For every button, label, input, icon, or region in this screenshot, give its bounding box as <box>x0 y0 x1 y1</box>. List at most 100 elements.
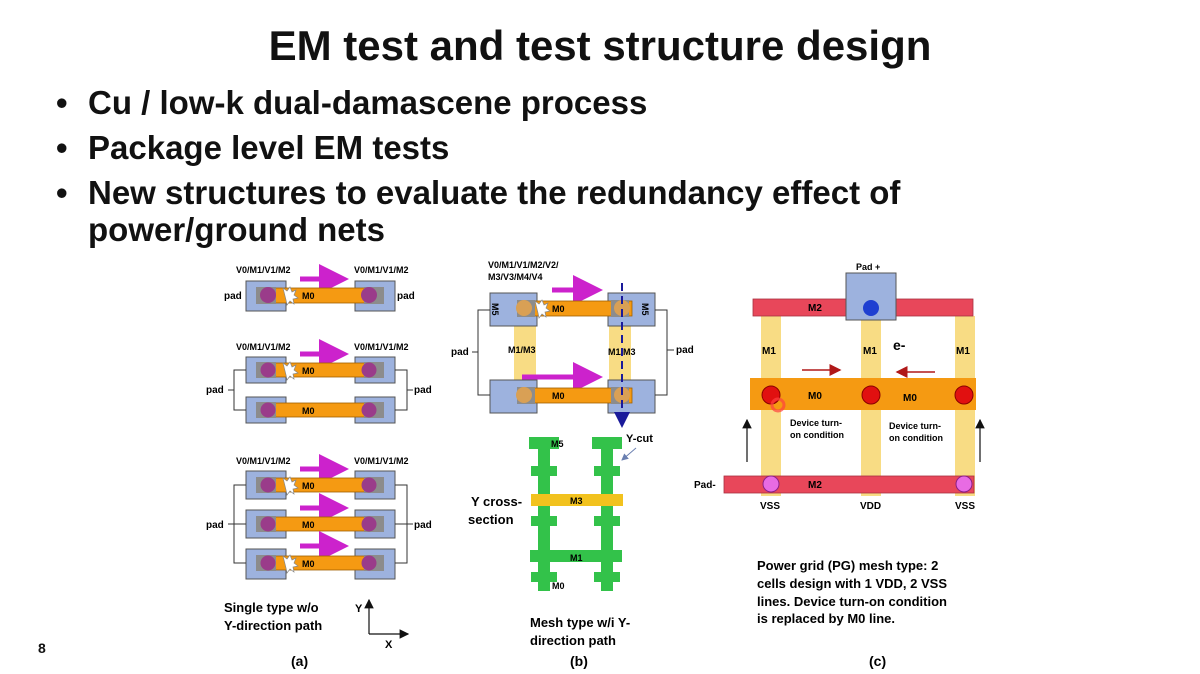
pad-label: pad <box>206 520 224 531</box>
device-turn-on-label-line2: on condition <box>889 433 943 443</box>
cross-section-m5-left <box>529 437 559 449</box>
pad-minus-label: Pad- <box>694 480 716 491</box>
connection-line <box>477 309 490 396</box>
m0-label: M0 <box>903 393 917 404</box>
panel-label-c: (c) <box>869 653 886 669</box>
via-circle <box>516 300 532 316</box>
bullet-text: Package level EM tests <box>88 129 450 166</box>
page-number: 8 <box>38 640 46 656</box>
cross-section-layer <box>594 572 620 582</box>
via-circle <box>361 555 377 571</box>
vss-via <box>762 475 780 493</box>
failure-spot-icon <box>770 397 786 413</box>
stack-label-line2: M3/V3/M4/V4 <box>488 272 543 282</box>
via-circle <box>260 516 276 532</box>
via-stack-label: V0/M1/V1/M2 <box>354 265 409 275</box>
cross-section-m3 <box>531 494 623 506</box>
via-circle <box>361 516 377 532</box>
bullet-text: New structures to evaluate the redundanc… <box>88 174 901 248</box>
m0-label: M0 <box>302 291 315 301</box>
m5-label: M5 <box>640 303 650 316</box>
m1m3-label: M1/M3 <box>508 345 536 355</box>
bullet-item: • Package level EM tests <box>52 129 1012 166</box>
m0-label: M0 <box>302 559 315 569</box>
device-turn-on-label-line1: Device turn- <box>889 421 941 431</box>
m1-label: M1 <box>762 346 776 357</box>
connection-line <box>233 369 246 411</box>
bullet-dot-icon: • <box>56 84 68 121</box>
figure-c-caption-line3: lines. Device turn-on condition <box>757 594 947 609</box>
bullet-dot-icon: • <box>56 174 68 211</box>
figure-c-caption-line1: Power grid (PG) mesh type: 2 <box>757 558 938 573</box>
panel-label-b: (b) <box>570 653 588 669</box>
via-circle <box>361 287 377 303</box>
m0-label: M0 <box>552 304 565 314</box>
y-cut-label: Y-cut <box>626 433 653 445</box>
m0-via <box>954 385 974 405</box>
vss-via <box>955 475 973 493</box>
figure-b-caption-line2: direction path <box>530 633 616 648</box>
axis-x-label: X <box>385 639 393 651</box>
figure-c: M2 Pad + M1 M1 M1 e- M0 M0 Device turn- … <box>694 262 985 669</box>
m0-label: M0 <box>302 366 315 376</box>
cross-section-layer <box>594 516 620 526</box>
void-burst-icon <box>282 361 299 381</box>
bullet-dot-icon: • <box>56 129 68 166</box>
pad-label: pad <box>414 520 432 531</box>
electron-label: e- <box>893 337 906 353</box>
via-stack-label: V0/M1/V1/M2 <box>236 265 291 275</box>
y-cross-label-line1: Y cross- <box>471 494 522 509</box>
cross-section-m1 <box>530 550 622 562</box>
m1-label: M1 <box>956 346 970 357</box>
figure-b: V0/M1/V1/M2/V2/ M3/V3/M4/V4 M0 M5 M5 M1/… <box>451 260 694 669</box>
y-cut-pointer <box>621 447 637 461</box>
pad-plus-via <box>863 300 879 316</box>
stack-label-line1: V0/M1/V1/M2/V2/ <box>488 260 559 270</box>
slide-title: EM test and test structure design <box>268 22 932 69</box>
via-stack-label: V0/M1/V1/M2 <box>236 456 291 466</box>
device-turn-on-label-line1: Device turn- <box>790 418 842 428</box>
vdd-label: VDD <box>860 501 881 512</box>
via-circle <box>260 402 276 418</box>
pad-label: pad <box>397 291 415 302</box>
m0-label: M0 <box>302 481 315 491</box>
pad-label: pad <box>451 347 469 358</box>
m0-via <box>761 385 781 405</box>
figure-a-caption-line1: Single type w/o <box>224 600 319 615</box>
m0-label: M0 <box>302 406 315 416</box>
via-stack-label: V0/M1/V1/M2 <box>354 342 409 352</box>
m0-label: M0 <box>552 391 565 401</box>
m0-via <box>861 385 881 405</box>
m2-bottom-rail <box>723 475 975 494</box>
bullet-item: • Cu / low-k dual-damascene process <box>52 84 1012 121</box>
connection-line <box>655 309 668 396</box>
via-circle <box>361 362 377 378</box>
via-circle <box>361 402 377 418</box>
void-burst-icon <box>282 286 299 306</box>
m5-label: M5 <box>490 303 500 316</box>
m2-label: M2 <box>808 303 822 314</box>
connection-line <box>395 369 408 411</box>
via-stack-label: V0/M1/V1/M2 <box>354 456 409 466</box>
via-circle <box>361 477 377 493</box>
vss-label: VSS <box>760 501 780 512</box>
cs-m1-label: M1 <box>570 553 583 563</box>
panel-label-a: (a) <box>291 653 308 669</box>
figure-c-caption-line4: is replaced by M0 line. <box>757 611 895 626</box>
bullet-item: • New structures to evaluate the redundan… <box>52 174 1012 248</box>
cs-m5-label: M5 <box>551 439 564 449</box>
cross-section-layer <box>531 466 557 476</box>
m1-label: M1 <box>863 346 877 357</box>
bullet-text: Cu / low-k dual-damascene process <box>88 84 648 121</box>
figure-c-caption-line2: cells design with 1 VDD, 2 VSS <box>757 576 947 591</box>
device-turn-on-label-line2: on condition <box>790 430 844 440</box>
via-circle <box>516 387 532 403</box>
via-circle <box>614 300 630 316</box>
cross-section-layer <box>531 516 557 526</box>
via-circle <box>260 555 276 571</box>
cross-section-m5-right <box>592 437 622 449</box>
vss-label: VSS <box>955 501 975 512</box>
void-burst-icon <box>534 299 551 319</box>
void-burst-icon <box>282 476 299 496</box>
